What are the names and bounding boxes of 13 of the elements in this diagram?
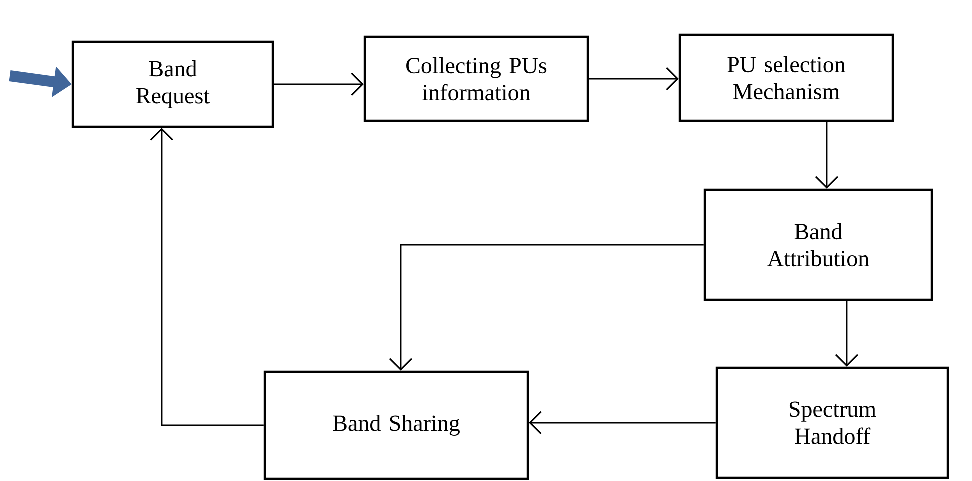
process-box: Spectrum Handoff	[716, 366, 950, 480]
arrow	[589, 67, 679, 91]
process-box: Band Sharing	[264, 370, 530, 480]
arrow	[835, 301, 858, 367]
arrow	[274, 72, 364, 96]
process-box: Band Attribution	[704, 188, 934, 302]
arrow	[150, 128, 264, 426]
arrow	[389, 244, 704, 371]
process-box: Collecting PUs information	[364, 36, 590, 122]
arrow	[815, 122, 838, 189]
process-box: Band Request	[72, 40, 274, 128]
arrow	[529, 411, 716, 435]
process-box: PU selection Mechanism	[678, 34, 894, 122]
